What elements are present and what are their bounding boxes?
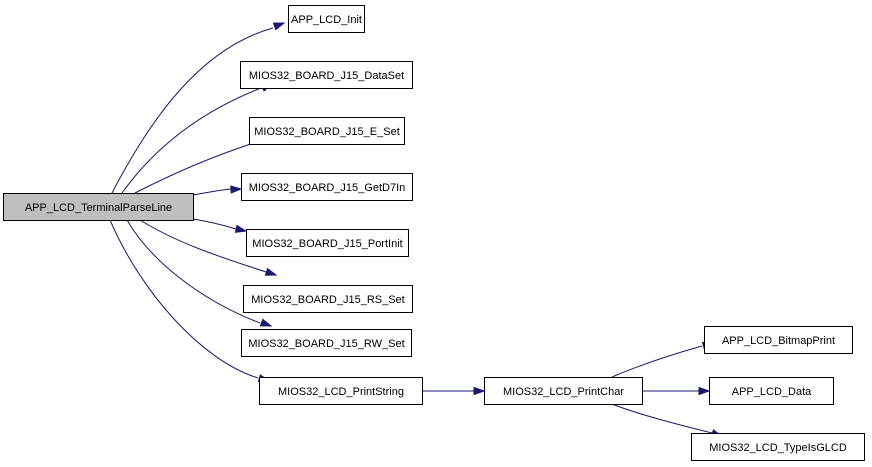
edge-n9-n12 (611, 403, 713, 434)
edge-root-n8 (109, 219, 259, 379)
node-box (240, 61, 413, 89)
node-box (691, 433, 865, 461)
edge-root-n4 (192, 188, 232, 196)
arrow-head-root-n6 (264, 267, 278, 276)
node-label: MIOS32_BOARD_J15_RS_Set (251, 294, 404, 306)
node-box (704, 326, 853, 354)
arrow-head-n9-n11 (698, 386, 711, 396)
arrow-head-n8-n9 (473, 386, 486, 396)
node-n1[interactable]: APP_LCD_Init (288, 5, 365, 33)
node-label: MIOS32_LCD_PrintChar (503, 386, 624, 398)
node-n12[interactable]: MIOS32_LCD_TypeIsGLCD (691, 433, 865, 461)
node-box (484, 377, 643, 405)
node-n4[interactable]: MIOS32_BOARD_J15_GetD7In (241, 173, 413, 201)
node-label: MIOS32_BOARD_J15_E_Set (254, 126, 400, 138)
node-label: APP_LCD_Data (732, 386, 812, 398)
edge-root-n6 (139, 219, 267, 273)
edge-n9-n10 (611, 345, 703, 378)
node-box (3, 193, 194, 221)
arrow-head-root-n1 (272, 22, 286, 31)
edge-root-n7 (126, 219, 261, 324)
node-label: MIOS32_LCD_PrintString (278, 386, 404, 398)
edge-root-n1 (111, 27, 274, 194)
arrow-head-root-n4 (230, 185, 243, 194)
node-box (241, 173, 413, 201)
node-label: MIOS32_LCD_TypeIsGLCD (709, 442, 847, 454)
node-n9[interactable]: MIOS32_LCD_PrintChar (484, 377, 643, 405)
node-label: APP_LCD_TerminalParseLine (25, 202, 172, 214)
node-label: APP_LCD_Init (291, 14, 362, 26)
edge-root-n5 (192, 218, 237, 230)
node-box (259, 377, 423, 405)
node-n3[interactable]: MIOS32_BOARD_J15_E_Set (249, 117, 405, 145)
node-label: MIOS32_BOARD_J15_DataSet (249, 70, 404, 82)
arrow-head-root-n7 (259, 318, 273, 327)
node-n7[interactable]: MIOS32_BOARD_J15_RW_Set (241, 329, 412, 357)
node-label: MIOS32_BOARD_J15_GetD7In (249, 182, 406, 194)
node-n6[interactable]: MIOS32_BOARD_J15_RS_Set (243, 285, 413, 313)
node-box (709, 377, 834, 405)
edge-root-n2 (121, 87, 262, 194)
graph-nodes: APP_LCD_TerminalParseLine APP_LCD_InitMIO… (3, 5, 865, 461)
node-box (241, 329, 412, 357)
node-box (249, 117, 405, 145)
node-n2[interactable]: MIOS32_BOARD_J15_DataSet (240, 61, 413, 89)
node-box (246, 229, 409, 257)
node-n10[interactable]: APP_LCD_BitmapPrint (704, 326, 853, 354)
edge-root-n3 (134, 139, 264, 194)
node-n8[interactable]: MIOS32_LCD_PrintString (259, 377, 423, 405)
node-label: APP_LCD_BitmapPrint (722, 335, 835, 347)
node-root: APP_LCD_TerminalParseLine (3, 193, 194, 221)
node-label: MIOS32_BOARD_J15_RW_Set (248, 338, 404, 350)
node-box (288, 5, 365, 33)
node-label: MIOS32_BOARD_J15_PortInit (252, 238, 402, 250)
node-box (243, 285, 413, 313)
node-n5[interactable]: MIOS32_BOARD_J15_PortInit (246, 229, 409, 257)
arrow-head-root-n5 (234, 224, 248, 233)
graph-edges (109, 22, 724, 438)
node-n11[interactable]: APP_LCD_Data (709, 377, 834, 405)
